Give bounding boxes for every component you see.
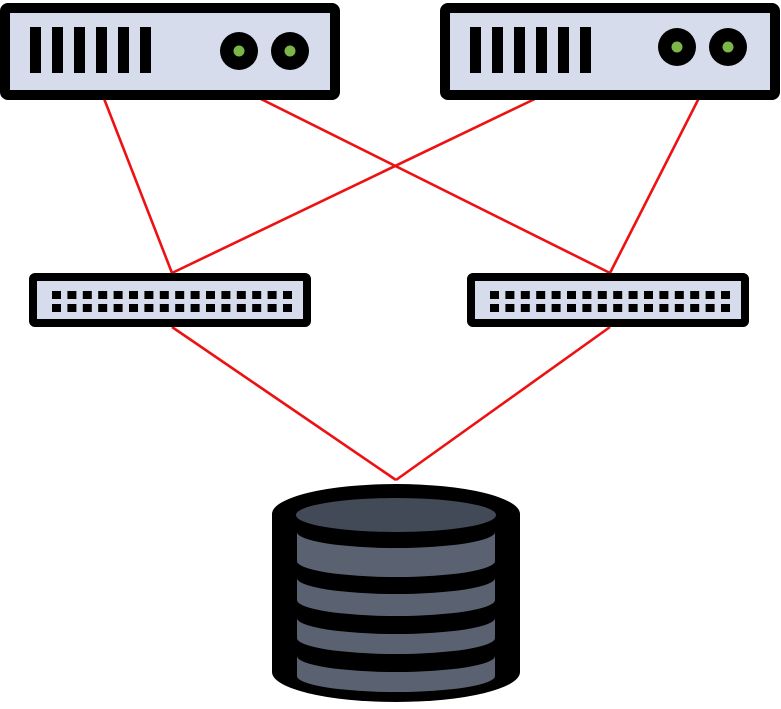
server-1-drive-bays xyxy=(30,27,151,73)
switch-port xyxy=(628,304,638,312)
switch-port xyxy=(113,304,123,312)
switch-port xyxy=(721,304,730,312)
switch-port xyxy=(52,304,61,312)
switch-2-chassis xyxy=(467,273,749,327)
switch-port xyxy=(567,304,576,312)
switch-port xyxy=(690,304,700,312)
switch-port xyxy=(129,304,138,312)
switch-port xyxy=(721,291,730,299)
switch-port xyxy=(82,291,92,299)
server-2-icon xyxy=(440,3,780,100)
database-top xyxy=(296,498,496,532)
switch-port xyxy=(206,304,215,312)
link-switch-2-to-storage xyxy=(395,325,611,482)
link-server-2-to-switch-1 xyxy=(171,94,542,275)
server-2-chassis xyxy=(440,3,780,100)
server-1-status-leds xyxy=(220,32,309,70)
switch-port xyxy=(190,291,200,299)
switch-port xyxy=(613,291,623,299)
switch-port xyxy=(536,291,546,299)
switch-port xyxy=(283,291,292,299)
switch-port xyxy=(159,304,169,312)
switch-port xyxy=(505,304,515,312)
switch-port xyxy=(144,304,154,312)
switch-port xyxy=(490,291,499,299)
database-bands xyxy=(297,532,495,692)
database-icon xyxy=(272,484,520,702)
switch-port xyxy=(505,291,515,299)
switch-port xyxy=(597,291,607,299)
server-1-chassis xyxy=(0,3,340,100)
switch-port xyxy=(98,304,108,312)
switch-1-icon xyxy=(29,273,311,327)
switch-1-chassis xyxy=(29,273,311,327)
switch-port xyxy=(67,291,77,299)
switch-port xyxy=(644,291,653,299)
switch-port xyxy=(252,304,262,312)
switch-port xyxy=(98,291,108,299)
switch-port xyxy=(206,291,215,299)
switch-port xyxy=(536,304,546,312)
switch-port xyxy=(175,304,185,312)
switch-port xyxy=(175,291,185,299)
switch-port xyxy=(236,304,246,312)
switch-port xyxy=(582,304,592,312)
link-server-1-to-switch-2 xyxy=(254,94,611,275)
link-server-2-to-switch-2 xyxy=(608,95,702,274)
switch-port xyxy=(144,291,154,299)
switch-port xyxy=(283,304,292,312)
switch-port xyxy=(82,304,92,312)
switch-port xyxy=(674,291,684,299)
switch-port xyxy=(690,291,700,299)
switch-port xyxy=(490,304,499,312)
switch-port xyxy=(113,291,123,299)
switch-port xyxy=(628,291,638,299)
switch-port xyxy=(221,304,231,312)
switch-port xyxy=(129,291,138,299)
switch-port xyxy=(159,291,169,299)
server-2-drive-bays xyxy=(470,27,591,73)
connection-lines xyxy=(101,94,702,482)
link-switch-1-to-storage xyxy=(171,325,397,482)
switch-port xyxy=(520,304,530,312)
switch-1-ports xyxy=(52,291,292,312)
switch-port xyxy=(67,304,77,312)
switch-port xyxy=(252,291,262,299)
switch-port xyxy=(267,291,277,299)
switch-port xyxy=(520,291,530,299)
switch-port xyxy=(659,291,669,299)
switch-port xyxy=(190,304,200,312)
switch-port xyxy=(644,304,653,312)
switch-port xyxy=(567,291,576,299)
switch-port xyxy=(582,291,592,299)
switch-port xyxy=(236,291,246,299)
server-1-icon xyxy=(0,3,340,100)
switch-port xyxy=(705,291,715,299)
switch-2-ports xyxy=(490,291,730,312)
switch-port xyxy=(551,304,561,312)
switch-port xyxy=(597,304,607,312)
switch-port xyxy=(221,291,231,299)
switch-port xyxy=(705,304,715,312)
switch-port xyxy=(674,304,684,312)
switch-port xyxy=(613,304,623,312)
server-2-status-leds xyxy=(658,28,747,66)
switch-port xyxy=(551,291,561,299)
switch-port xyxy=(267,304,277,312)
switch-port xyxy=(659,304,669,312)
switch-port xyxy=(52,291,61,299)
link-server-1-to-switch-1 xyxy=(101,95,174,274)
switch-2-icon xyxy=(467,273,749,327)
